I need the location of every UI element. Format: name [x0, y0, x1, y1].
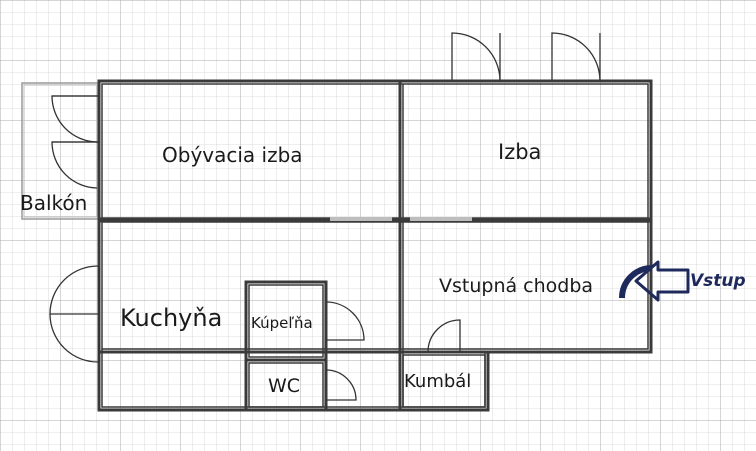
doors [49, 32, 601, 401]
room-label-kumbal: Kumbál [404, 371, 471, 392]
room-label-kuchyna: Kuchyňa [120, 304, 222, 332]
room-label-wc: WC [268, 375, 300, 397]
entrance-arrow-icon [634, 260, 690, 302]
entrance-arrow-icon [619, 265, 653, 299]
interior-walls [244, 81, 490, 412]
entrance-marker: Vstup [619, 260, 746, 302]
room-label-kupelna: Kúpeľňa [251, 314, 313, 332]
entrance-label: Vstup [690, 271, 746, 291]
room-label-chodba: Vstupná chodba [439, 275, 593, 297]
room-label-obyvacia: Obývacia izba [162, 143, 303, 167]
room-label-balkon: Balkón [20, 191, 87, 215]
room-label-izba: Izba [498, 140, 541, 164]
